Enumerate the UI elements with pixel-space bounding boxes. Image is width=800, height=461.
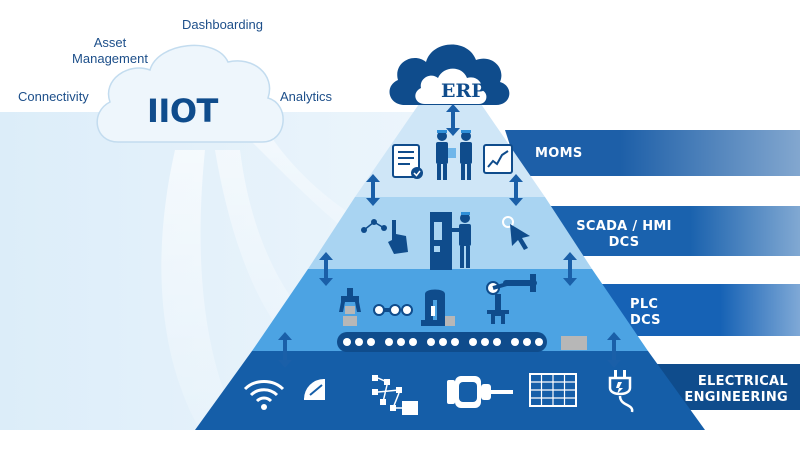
arrow-up-down-icon <box>607 332 621 368</box>
grid-panel-icon <box>529 373 577 407</box>
analytics-label: Analytics <box>280 89 333 104</box>
connectivity-label: Connectivity <box>18 89 89 104</box>
robot-arm-icon <box>486 274 537 324</box>
layer-label-electrical: ELECTRICAL ENGINEERING <box>684 374 788 405</box>
arrow-up-down-icon <box>446 104 460 136</box>
arrow-up-down-icon <box>563 252 577 286</box>
erp-title: ERP <box>441 80 486 102</box>
motor-icon <box>447 376 513 408</box>
layer-label-moms: MOMS <box>535 146 583 161</box>
asset-management-label: Asset Management <box>72 35 148 66</box>
arrow-up-down-icon <box>366 174 380 206</box>
erp-cloud <box>389 44 510 105</box>
arrows <box>278 104 621 368</box>
gauge-icon <box>304 379 325 400</box>
band-scada <box>548 206 800 256</box>
layer-label-plc: PLC DCS <box>630 297 661 328</box>
haze-ray <box>215 150 330 350</box>
cursor-click-icon <box>502 216 530 250</box>
band-moms <box>505 130 800 176</box>
touch-gesture-icon <box>361 219 408 254</box>
gripper-icon <box>339 288 361 326</box>
wifi-icon <box>243 380 285 410</box>
trend-chart-icon <box>483 144 513 174</box>
power-plug-icon <box>608 370 634 413</box>
assembly-machine-icon <box>373 289 455 326</box>
iiot-cloud <box>96 44 284 143</box>
arrow-up-down-icon <box>319 252 333 286</box>
haze-ray <box>161 150 240 430</box>
layer-label-scada: SCADA / HMI DCS <box>576 219 672 250</box>
arrow-up-down-icon <box>278 332 292 368</box>
checklist-icon <box>392 144 423 179</box>
control-cabinet-icon <box>430 212 452 270</box>
dashboarding-label: Dashboarding <box>182 17 263 32</box>
conveyor-belt-icon <box>337 332 587 352</box>
arrow-up-down-icon <box>509 174 523 206</box>
operator-icon <box>449 212 471 268</box>
workers-icon <box>436 130 472 180</box>
band-plc <box>590 284 800 336</box>
circuit-icon <box>372 375 418 415</box>
iiot-title: IIOT <box>147 92 218 130</box>
